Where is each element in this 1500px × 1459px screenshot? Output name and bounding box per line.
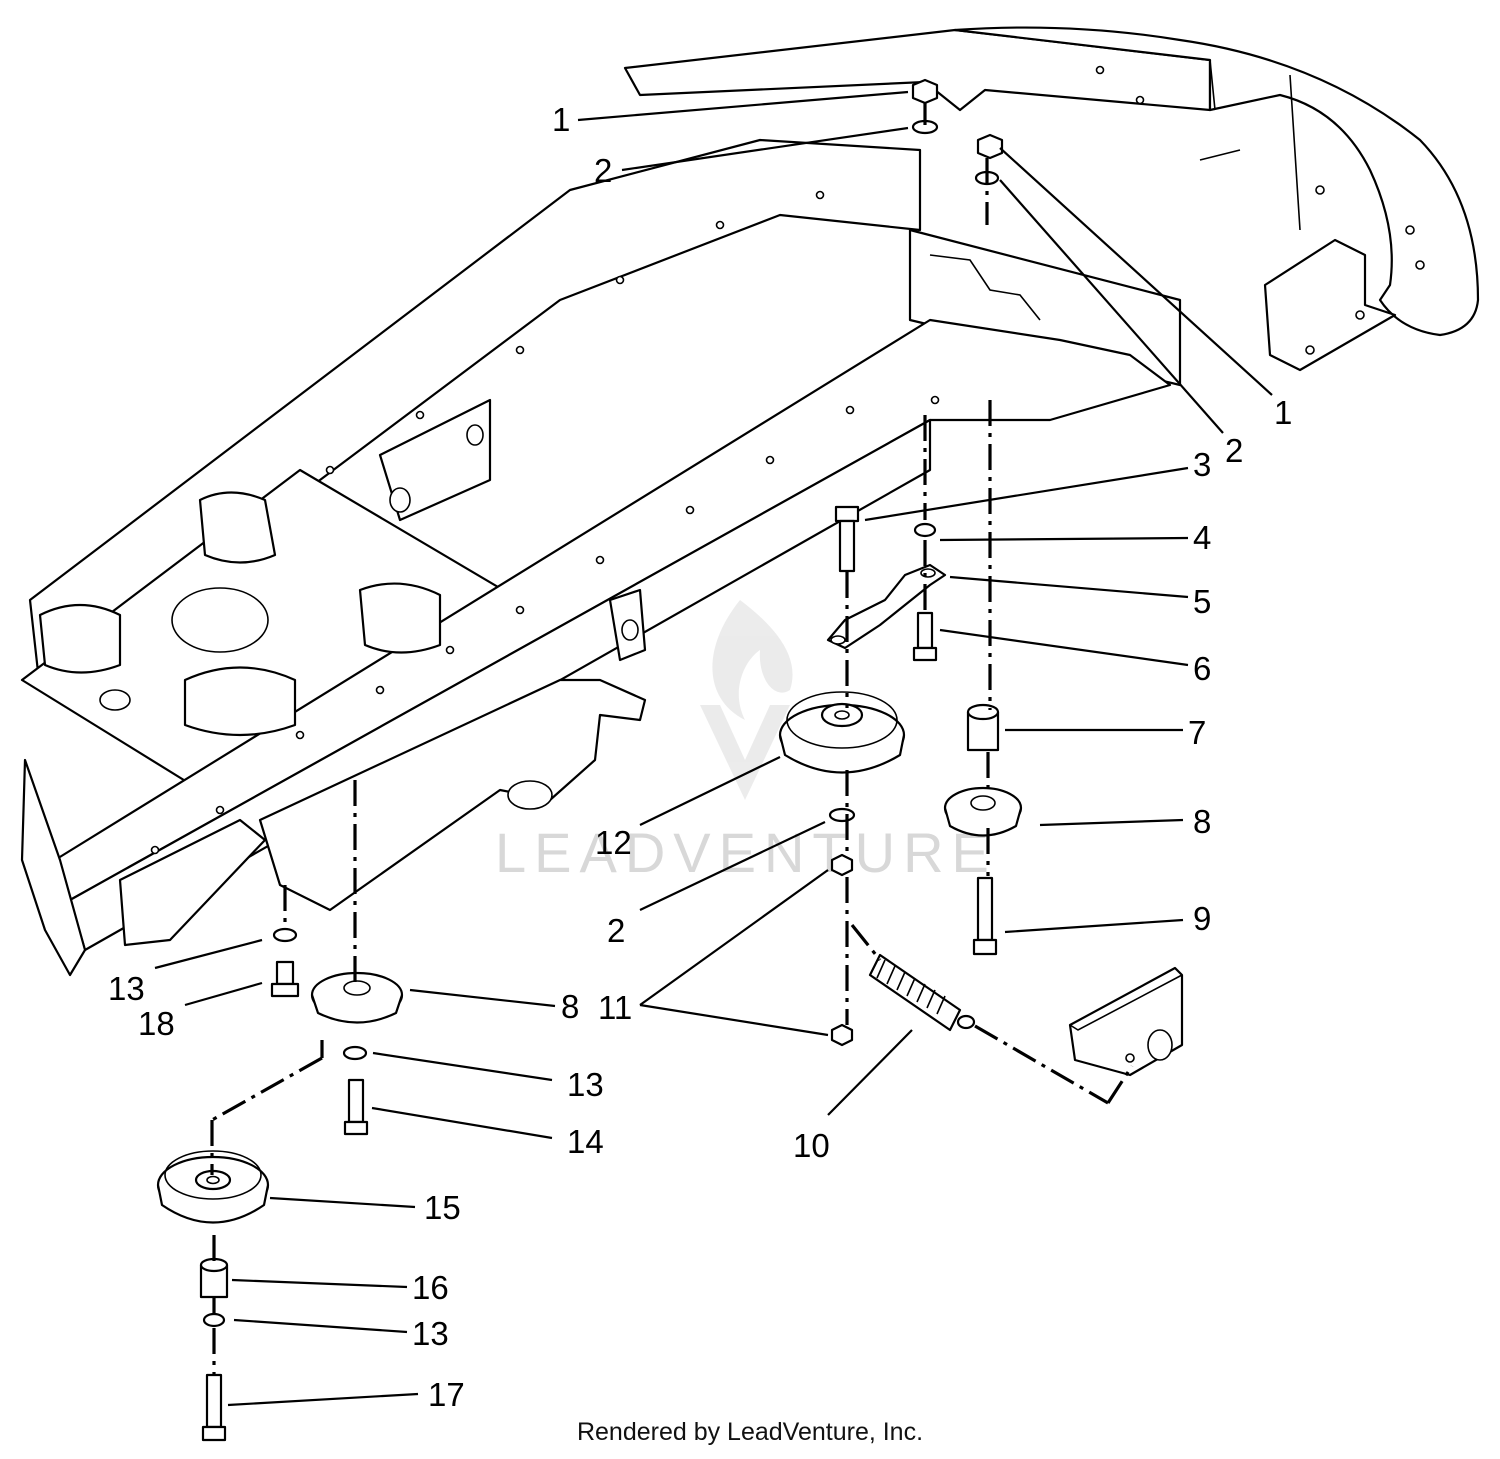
capscrew-14 — [343, 1078, 369, 1136]
spacer-16 — [199, 1257, 229, 1299]
watermark-text: LEADVENTURE — [495, 821, 997, 884]
idler-pulley-12 — [778, 691, 906, 774]
washer-13c — [202, 1312, 226, 1328]
callout-4: 4 — [1193, 519, 1211, 556]
callout-9: 9 — [1193, 900, 1211, 937]
capscrew-top-a — [911, 78, 939, 135]
callout-18: 18 — [138, 1005, 175, 1042]
callout-1b: 1 — [1274, 394, 1292, 431]
locknut-11b — [830, 1023, 854, 1047]
callout-14: 14 — [567, 1123, 604, 1160]
washer-13b — [342, 1045, 368, 1061]
spacer-7 — [966, 703, 1000, 752]
idler-pulley-8b — [310, 971, 404, 1024]
pulley-15 — [156, 1150, 270, 1224]
idler-arm — [826, 563, 947, 650]
callout-2b: 2 — [1225, 432, 1243, 469]
capscrew-9 — [972, 876, 998, 956]
watermark-logo — [700, 600, 793, 800]
callout-13c: 13 — [412, 1315, 449, 1352]
washer-4 — [913, 522, 937, 538]
idler-capscrew — [834, 505, 860, 573]
callout-12: 12 — [595, 824, 632, 861]
callout-5: 5 — [1193, 583, 1211, 620]
locknut-11a — [830, 853, 854, 877]
callout-8b: 8 — [561, 988, 579, 1025]
extension-spring-10 — [868, 953, 976, 1032]
rendered-by-credit: Rendered by LeadVenture, Inc. — [576, 1418, 924, 1446]
capscrew-top-b — [974, 133, 1004, 186]
callout-13a: 13 — [108, 970, 145, 1007]
capscrew-17 — [201, 1373, 227, 1442]
locknut-13a — [272, 927, 298, 943]
callout-15: 15 — [424, 1189, 461, 1226]
callout-1a: 1 — [552, 101, 570, 138]
callout-2c: 2 — [607, 912, 625, 949]
callout-11: 11 — [598, 989, 632, 1026]
assembly-centerlines — [210, 103, 1134, 1374]
mower-frame — [20, 26, 1480, 977]
washer-2c — [828, 807, 856, 823]
callout-7: 7 — [1188, 714, 1206, 751]
callout-3: 3 — [1193, 446, 1211, 483]
callout-10: 10 — [793, 1127, 830, 1164]
callouts: 1 2 1 2 3 4 5 6 7 8 9 12 2 11 10 13 18 8… — [108, 101, 1292, 1413]
callout-13b: 13 — [567, 1066, 604, 1103]
idler-pulley-8a — [943, 786, 1023, 837]
callout-8a: 8 — [1193, 803, 1211, 840]
spacer-18 — [270, 960, 300, 998]
leader-lines — [154, 90, 1273, 1407]
callout-16: 16 — [412, 1269, 449, 1306]
callout-2a: 2 — [594, 152, 612, 189]
shoulder-bolt-6 — [912, 611, 938, 662]
callout-17: 17 — [428, 1376, 465, 1413]
spring-bracket — [1068, 966, 1184, 1077]
callout-6: 6 — [1193, 650, 1211, 687]
